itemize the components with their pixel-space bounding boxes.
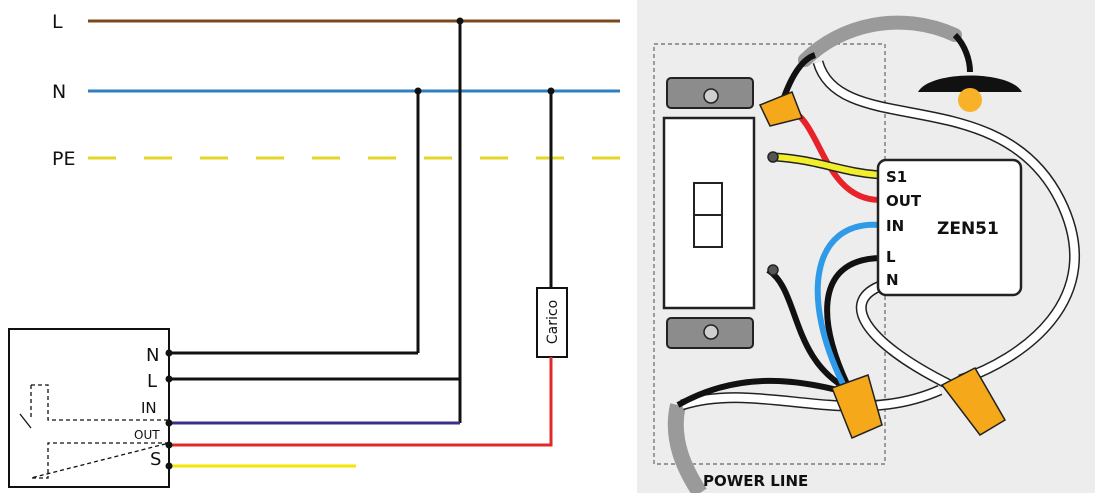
terminal-label-l: L xyxy=(147,371,157,392)
device-box xyxy=(8,328,170,488)
terminal-label-n: N xyxy=(146,345,159,366)
terminal-dot xyxy=(165,462,173,470)
lamp-icon xyxy=(918,75,1022,92)
power-line-label: POWER LINE xyxy=(703,472,808,490)
terminal-dot xyxy=(165,375,173,383)
bulb-icon xyxy=(958,88,982,112)
gray-cable xyxy=(798,15,962,67)
terminal-screw-icon xyxy=(767,151,779,163)
terminal-label-in: IN xyxy=(141,399,157,417)
terminal-label-out: OUT xyxy=(134,428,160,442)
illustration-panel: S1 OUT IN L N ZEN51 POWER LINE xyxy=(637,0,1095,493)
power-line-cable xyxy=(667,403,707,493)
module-terminal-out: OUT xyxy=(886,192,922,210)
zen51-module xyxy=(876,158,1023,297)
junction-dot xyxy=(456,17,464,25)
junction-dot xyxy=(414,87,422,95)
line-bus-label: L xyxy=(52,11,63,33)
terminal-dot xyxy=(165,441,173,449)
out-terminal-wire xyxy=(169,357,553,447)
black-wire xyxy=(824,255,881,392)
wire-nut-icon xyxy=(758,91,804,127)
module-terminal-l: L xyxy=(886,248,896,266)
module-terminal-n: N xyxy=(886,271,899,289)
earth-bus-label: PE xyxy=(52,148,75,170)
schematic-panel: L N PE Carico N L IN OUT S xyxy=(8,11,620,488)
wire-nut-icon xyxy=(940,367,1007,436)
white-wire xyxy=(680,386,942,411)
junction-dot xyxy=(547,87,555,95)
black-wire xyxy=(676,377,846,408)
load-box xyxy=(536,287,568,358)
load-label: Carico xyxy=(545,300,561,344)
terminal-dot xyxy=(165,419,173,427)
wire-nut-icon xyxy=(831,374,883,439)
terminal-label-s: S xyxy=(150,449,161,470)
terminal-dot xyxy=(165,349,173,357)
white-wire xyxy=(857,281,952,389)
yellow-wire xyxy=(774,154,881,178)
module-terminal-s1: S1 xyxy=(886,168,907,186)
blue-wire xyxy=(814,221,881,390)
neutral-bus-label: N xyxy=(52,81,66,103)
black-wire xyxy=(952,32,973,73)
wall-switch xyxy=(662,77,779,349)
black-wire xyxy=(766,267,852,393)
screw-icon xyxy=(703,324,719,340)
white-wire xyxy=(814,60,1079,384)
module-name: ZEN51 xyxy=(937,219,999,239)
screw-icon xyxy=(703,88,719,104)
terminal-screw-icon xyxy=(767,264,779,276)
switch-lever xyxy=(19,413,32,429)
switch-symbol xyxy=(30,384,170,479)
module-terminal-in: IN xyxy=(886,217,904,235)
